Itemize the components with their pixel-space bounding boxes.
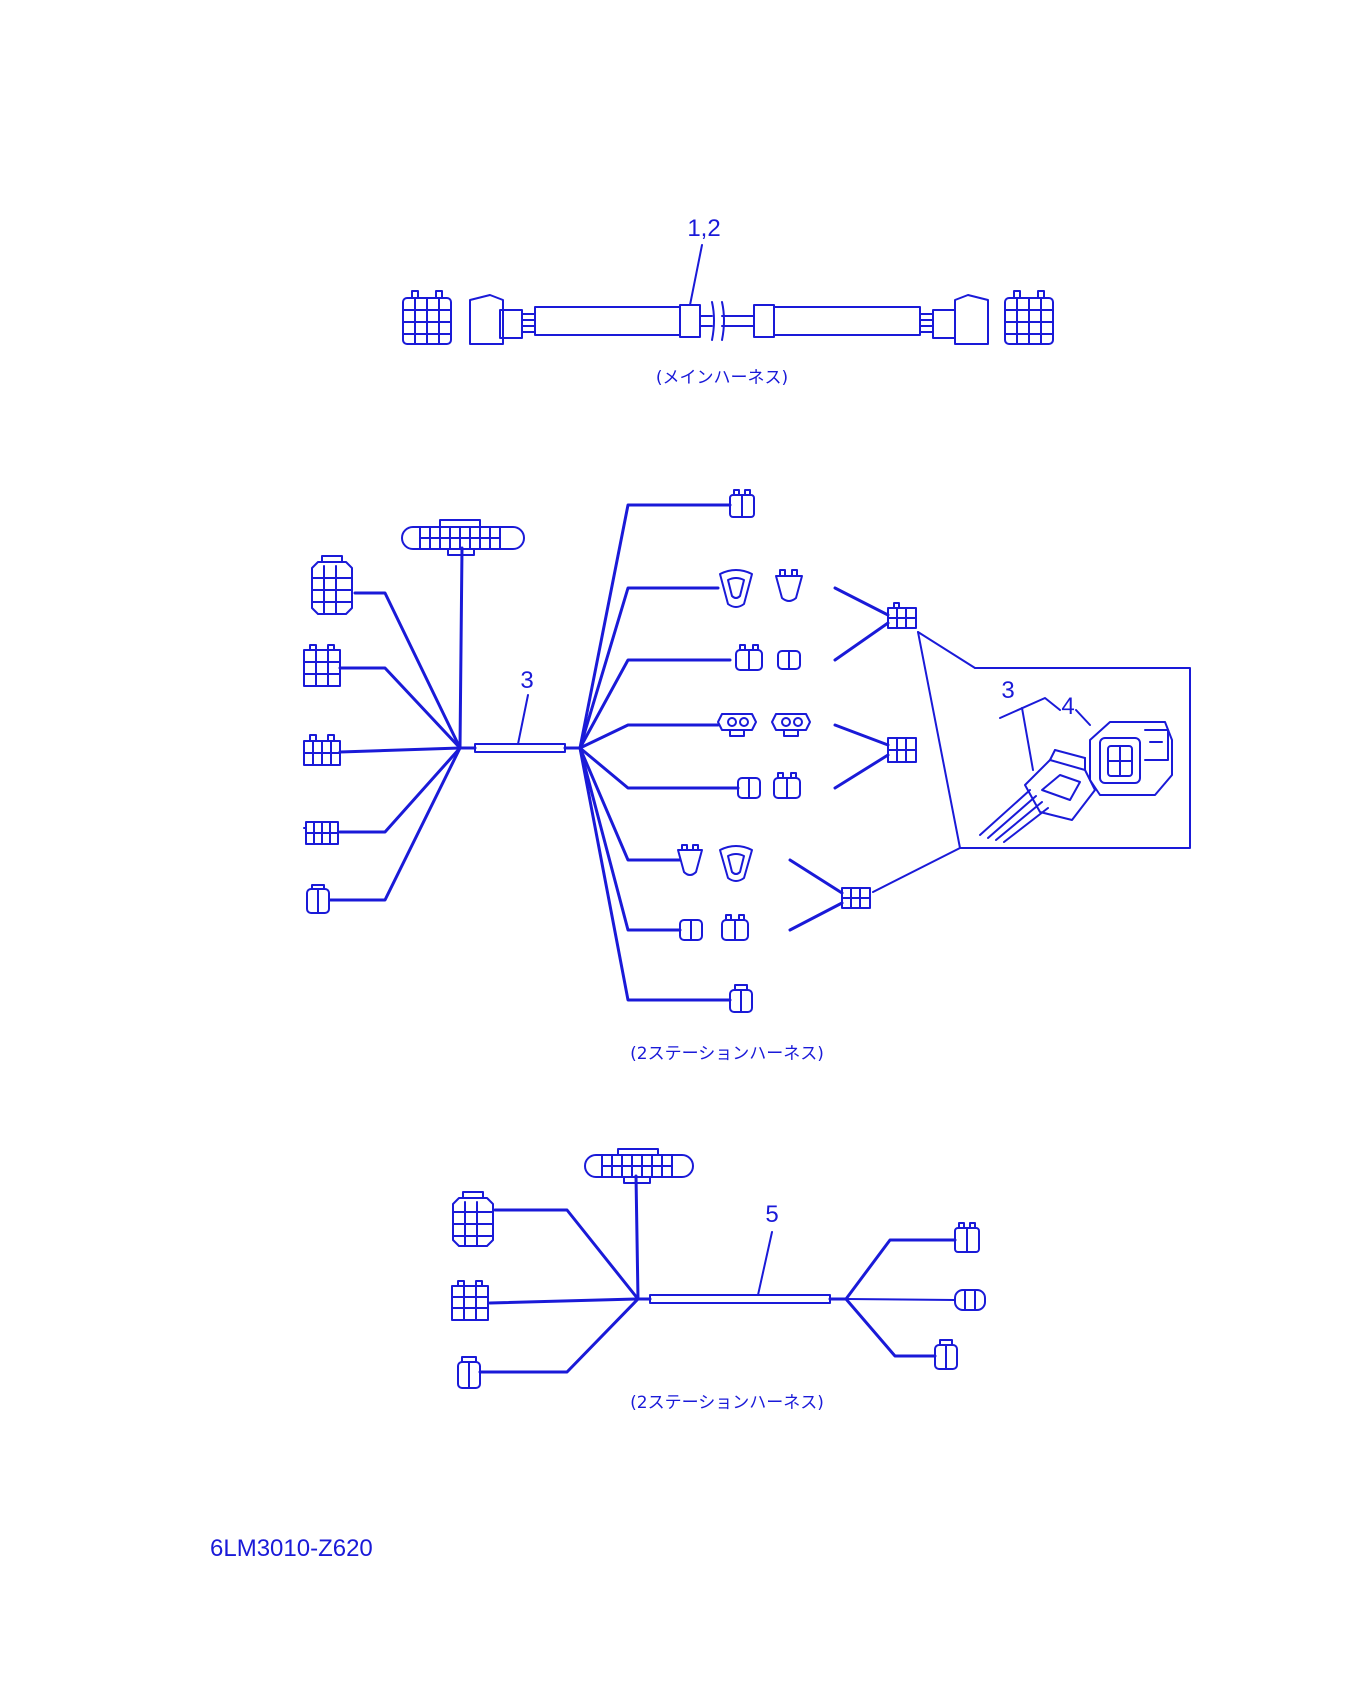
extension-junction-connector-3-icon: [841, 887, 871, 909]
main-harness: [402, 244, 1054, 345]
station-harness-left-connector-4-icon: [303, 821, 339, 845]
callout-station-harness-2: 5: [765, 1201, 778, 1228]
station-harness-right-connector-10-icon: [677, 844, 703, 876]
station-harness-right-connector-3-icon: [775, 569, 803, 602]
extension-junction-connector-2-icon: [887, 737, 917, 763]
connector-detail-icon-housing: [1089, 721, 1173, 796]
station-harness-2-left-connector-1-icon: [452, 1191, 494, 1247]
callout-main-harness: 1,2: [687, 215, 720, 242]
station-harness-right-connector-7-icon: [771, 713, 811, 737]
station-harness-right-connector-6-icon: [717, 713, 757, 737]
connector-detail-icon-plug: [1024, 749, 1096, 821]
main-harness-left-connector-icon: [402, 290, 452, 345]
station-harness: [303, 489, 1191, 1013]
callout-detail-4: 4: [1061, 693, 1074, 720]
station-harness-2-left-connector-3-icon: [457, 1356, 481, 1389]
callout-detail-3: 3: [1001, 677, 1014, 704]
station-harness-right-connector-13-icon: [721, 914, 749, 941]
station-harness-2-right-connector-2-icon: [954, 1289, 986, 1311]
station-harness-left-connector-3-icon: [303, 734, 341, 766]
station-harness-right-connector-1-icon: [729, 489, 755, 518]
drawing-code: 6LM3010-Z620: [210, 1535, 373, 1562]
station-harness-right-connector-2-icon: [719, 569, 753, 608]
station-harness-right-connector-5-icon: [777, 650, 801, 670]
main-harness-left-plug-icon: [469, 294, 536, 345]
station-harness-top-connector-icon: [401, 519, 525, 556]
station-harness-right-connector-11-icon: [719, 845, 753, 882]
station-harness-right-connector-4-icon: [735, 644, 763, 671]
extension-junction-connector-1-icon: [887, 602, 917, 629]
station-harness-left-connector-2-icon: [303, 644, 341, 687]
caption-main-harness: (メインハーネス): [656, 368, 788, 388]
station-harness-right-connector-8-icon: [737, 777, 761, 799]
station-harness-right-connector-12-icon: [679, 919, 703, 941]
station-harness-2-top-connector-icon: [584, 1148, 694, 1184]
station-harness-2-right-connector-1-icon: [954, 1222, 980, 1253]
station-harness-left-connector-5-icon: [306, 884, 330, 914]
detail-view: [872, 631, 1191, 893]
station-harness-right-connector-9-icon: [773, 772, 801, 799]
main-harness-right-plug-icon: [919, 294, 989, 345]
station-harness-2-right-connector-3-icon: [934, 1339, 958, 1370]
callout-station-harness: 3: [520, 667, 533, 694]
caption-station-harness: (2ステーションハーネス): [630, 1044, 824, 1064]
station-harness-2-left-connector-2-icon: [451, 1280, 489, 1321]
main-harness-right-connector-icon: [1004, 290, 1054, 345]
station-harness-left-connector-1-icon: [311, 555, 353, 615]
station-harness-right-connector-14-icon: [729, 984, 753, 1013]
caption-station-harness-2: (2ステーションハーネス): [630, 1393, 824, 1413]
station-harness-2: [451, 1148, 986, 1389]
